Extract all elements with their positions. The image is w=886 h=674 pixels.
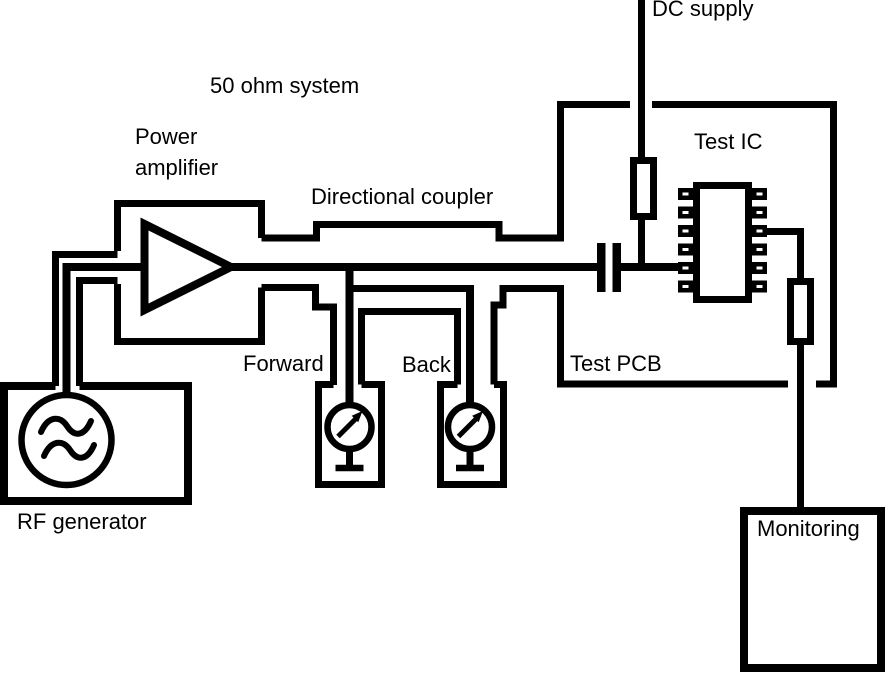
- chip-pin: [678, 225, 693, 237]
- chip-pin: [752, 206, 767, 219]
- monitor-trace: [764, 228, 804, 281]
- sine-wave-icon: [41, 439, 97, 461]
- gauge-needle-icon: [336, 416, 358, 439]
- capacitor-icon: [597, 243, 606, 292]
- chip-pin: [752, 188, 767, 200]
- forward-meter-icon: [324, 401, 375, 472]
- gauge-needle-icon: [456, 416, 479, 439]
- chip-pin: [752, 280, 767, 293]
- sine-wave-icon: [38, 415, 94, 437]
- chip-pin: [678, 243, 693, 256]
- monitoring-box: [740, 507, 885, 672]
- test-pcb-outline-left: [490, 285, 788, 388]
- coax-shield-inner: [76, 277, 118, 386]
- resistor-icon: [787, 278, 814, 345]
- amplifier-box-lower: [114, 284, 265, 345]
- chip-pin: [678, 188, 693, 200]
- chip-pin: [678, 206, 693, 219]
- test-pcb-outline-right: [652, 101, 837, 388]
- chip-icon: [678, 182, 767, 303]
- back-meter-box: [437, 381, 507, 488]
- meter-bridge-inner: [358, 308, 461, 385]
- chip-pin: [752, 225, 767, 237]
- gauge-needle-arrowhead: [472, 411, 483, 423]
- label-test-ic: Test IC: [694, 129, 763, 154]
- rf-input-conductor: [62, 263, 145, 393]
- forward-neck-left: [261, 284, 337, 385]
- label-directional-coupler: Directional coupler: [311, 184, 494, 209]
- label-forward: Forward: [243, 351, 324, 376]
- directional-coupler-outline: [261, 101, 630, 242]
- label-rf-generator: RF generator: [17, 509, 147, 534]
- back-meter-icon: [444, 401, 496, 472]
- resistor-icon: [630, 157, 657, 220]
- chip-pin: [752, 243, 767, 256]
- chip-pin: [678, 280, 693, 293]
- chip-pin: [752, 262, 767, 274]
- label-monitoring: Monitoring: [757, 516, 860, 541]
- label-50-ohm-system: 50 ohm system: [210, 73, 360, 98]
- label-test-pcb: Test PCB: [570, 351, 662, 376]
- label-back: Back: [402, 352, 451, 377]
- label-power-amplifier: Power amplifier: [135, 124, 219, 180]
- coax-shield-outer: [52, 251, 118, 386]
- amplifier-triangle-icon: [140, 217, 240, 317]
- ac-source-icon: [18, 391, 115, 489]
- rf-generator-box: [0, 382, 192, 505]
- chip-body: [693, 182, 752, 303]
- forward-meter-box: [315, 381, 385, 488]
- chip-pin: [678, 262, 693, 274]
- label-dc-supply: DC supply: [652, 0, 754, 21]
- amplifier-box-upper: [114, 200, 265, 251]
- gauge-needle-arrowhead: [351, 411, 363, 423]
- capacitor-icon: [612, 243, 621, 292]
